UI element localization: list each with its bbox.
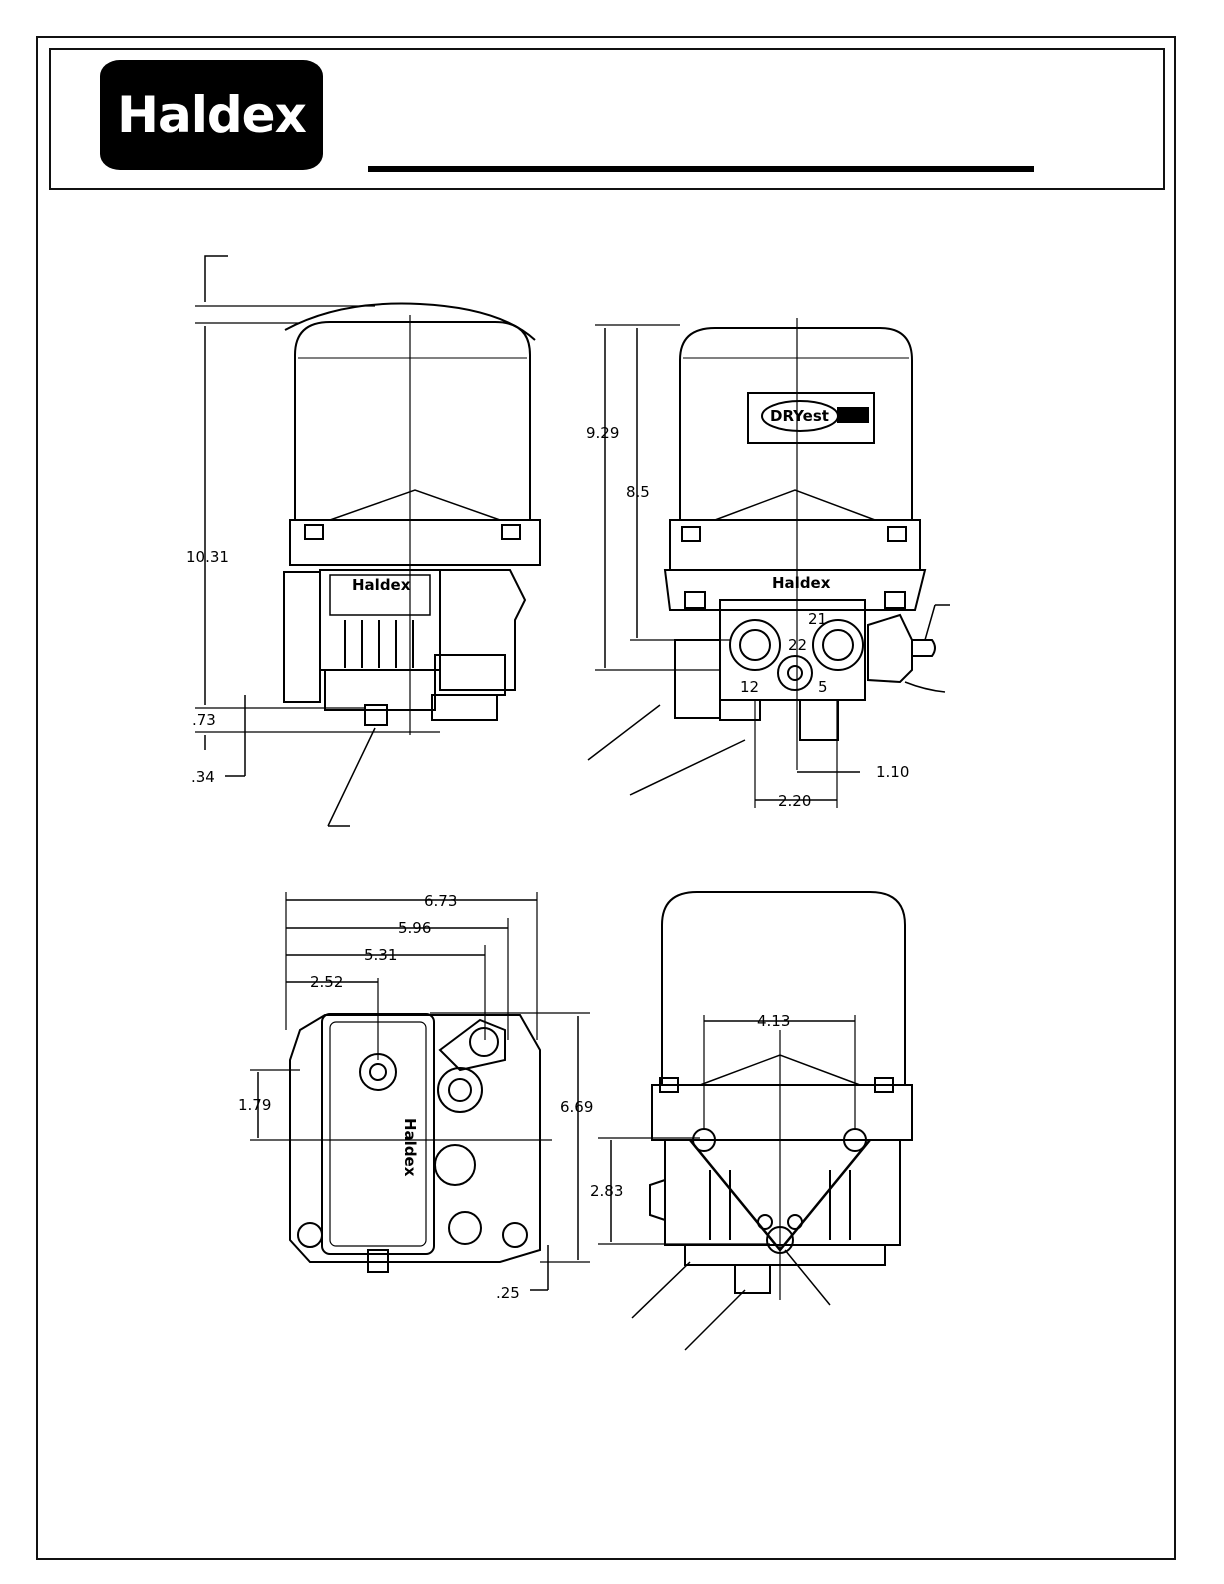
dim-top-depth-total: 6.69 [560, 1098, 593, 1116]
port-label-12: 12 [740, 678, 759, 696]
rear-view [598, 892, 912, 1350]
top-port-boss [438, 1068, 482, 1112]
dryest-badge-text: DRYest [770, 407, 829, 425]
port-label-22: 22 [788, 636, 807, 654]
dim-top-width-a: 6.73 [424, 892, 457, 910]
port-label-21: 21 [808, 610, 827, 628]
dim-top-width-b: 5.96 [398, 919, 431, 937]
front-view [588, 318, 950, 808]
dim-side-bottom-a: .73 [192, 711, 216, 729]
front-bolt-left [682, 527, 700, 541]
dim-top-offset-left: 1.79 [238, 1096, 271, 1114]
dim-front-height-a: 9.29 [586, 424, 619, 442]
port-12-boss [730, 620, 780, 670]
dim-top-width-c: 5.31 [364, 946, 397, 964]
side-view [195, 256, 540, 826]
port-22-boss [778, 656, 812, 690]
side-bolt-right [502, 525, 520, 539]
dim-front-port-spacing-b: 2.20 [778, 792, 811, 810]
dim-side-bottom-b: .34 [191, 768, 215, 786]
dim-front-height-b: 8.5 [626, 483, 650, 501]
top-view [250, 892, 590, 1290]
port-label-5: 5 [818, 678, 828, 696]
top-cover-label: Haldex [401, 1118, 419, 1177]
front-bolt-right [888, 527, 906, 541]
dim-rear-mount-height: 2.83 [590, 1182, 623, 1200]
dim-side-height-total: 10.31 [186, 548, 229, 566]
dim-rear-bolt-spacing: 4.13 [757, 1012, 790, 1030]
side-bolt-left [305, 525, 323, 539]
dim-top-offset-bottom: .25 [496, 1284, 520, 1302]
side-body-label: Haldex [352, 576, 411, 594]
dim-front-port-spacing-a: 1.10 [876, 763, 909, 781]
front-plate-label: Haldex [772, 574, 831, 592]
dim-top-width-d: 2.52 [310, 973, 343, 991]
